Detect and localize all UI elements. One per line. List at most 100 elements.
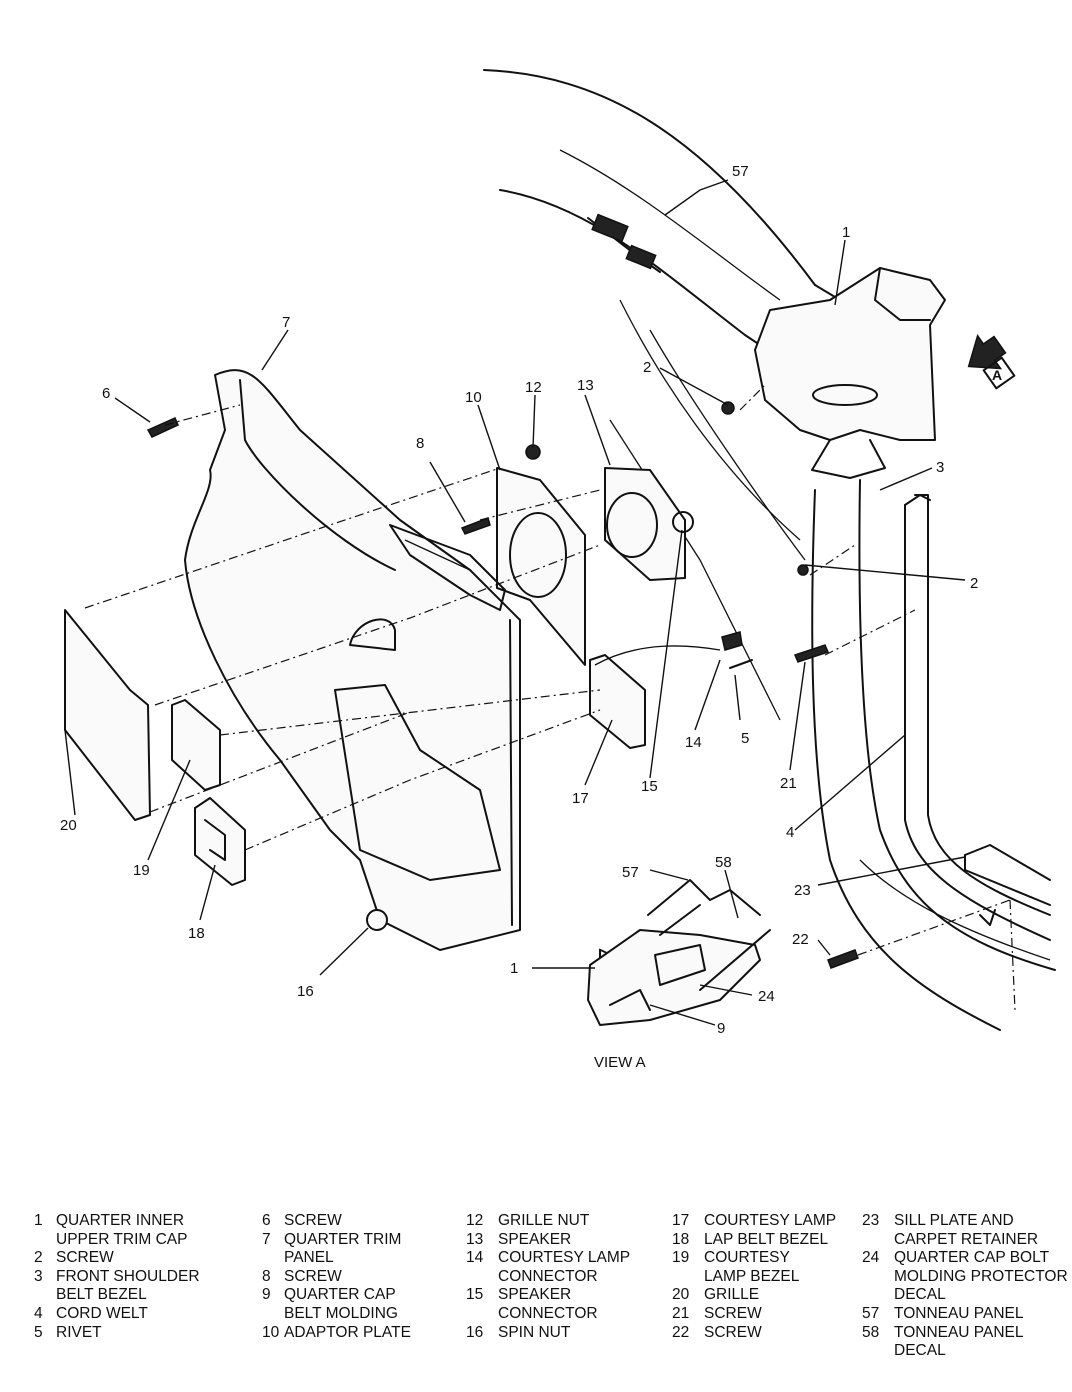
callout-57-view-a: 57	[622, 864, 639, 881]
callout-22: 22	[792, 931, 809, 948]
view-a-label: VIEW A	[594, 1054, 646, 1071]
callout-57: 57	[732, 163, 749, 180]
callout-2-upper: 2	[643, 359, 651, 376]
legend-text: CORD WELT	[56, 1304, 148, 1322]
legend-text: TONNEAU PANEL	[894, 1304, 1024, 1322]
callout-13: 13	[577, 377, 594, 394]
callout-20: 20	[60, 817, 77, 834]
callout-7: 7	[282, 314, 290, 331]
screw-8	[460, 517, 491, 535]
legend-number: 22	[672, 1323, 690, 1341]
legend-number: 2	[34, 1249, 43, 1267]
grille	[64, 609, 151, 821]
legend-text: TONNEAU PANEL DECAL	[894, 1323, 1024, 1360]
legend-text: QUARTER INNER UPPER TRIM CAP	[56, 1212, 188, 1248]
sill-plate	[964, 844, 1051, 926]
legend-text: QUARTER CAP BOLT MOLDING PROTECTOR DECAL	[894, 1249, 1068, 1304]
callout-18: 18	[188, 925, 205, 942]
legend-number: 24	[862, 1249, 880, 1267]
screw-6	[146, 417, 179, 438]
legend-item: 20 GRILLE	[672, 1286, 836, 1305]
rivet	[729, 659, 753, 669]
legend-text: SCREW	[284, 1267, 342, 1285]
callout-3: 3	[936, 459, 944, 476]
screw-2-lower	[797, 564, 809, 576]
screw-22	[827, 949, 859, 969]
callout-1-view-a: 1	[510, 960, 518, 977]
legend-number: 6	[262, 1212, 271, 1229]
courtesy-lamp-connector	[721, 631, 743, 651]
lap-belt-bezel	[194, 797, 246, 886]
legend-item: 15 SPEAKER CONNECTOR	[466, 1286, 630, 1323]
callout-21: 21	[780, 775, 797, 792]
legend-number: 19	[672, 1249, 690, 1267]
legend-text: SPEAKER	[498, 1230, 572, 1248]
legend-text: COURTESY LAMP	[704, 1212, 837, 1229]
legend-text: QUARTER TRIM PANEL	[284, 1230, 402, 1267]
legend-number: 8	[262, 1267, 271, 1285]
legend-item: 9 QUARTER CAP BELT MOLDING	[262, 1286, 411, 1323]
legend-text: SCREW	[284, 1212, 342, 1229]
exploded-parts-diagram: A	[60, 69, 1056, 1071]
legend-text: SILL PLATE AND CARPET RETAINER	[894, 1212, 1039, 1248]
callout-5: 5	[741, 730, 749, 747]
legend-text: LAP BELT BEZEL	[704, 1230, 829, 1248]
callout-23: 23	[794, 882, 811, 899]
legend-item: 21 SCREW	[672, 1305, 836, 1324]
legend-number: 1	[34, 1212, 43, 1229]
leader-lines	[64, 179, 966, 1026]
screw-21	[793, 644, 830, 663]
legend-column-5: 23 SILL PLATE AND CARPET RETAINER 24 QUART…	[862, 1212, 1068, 1361]
legend-text: QUARTER CAP BELT MOLDING	[284, 1286, 398, 1322]
wire-harness	[594, 645, 721, 666]
tonneau-panel	[483, 69, 841, 346]
callout-15: 15	[641, 778, 658, 795]
callout-16: 16	[297, 983, 314, 1000]
view-a-detail	[587, 879, 771, 1026]
legend-text: RIVET	[56, 1323, 102, 1341]
callout-labels: 57 1 7 6 2 3 2 8 10 12 13 14 5 15 17 21 …	[60, 163, 978, 1071]
cord-welt	[904, 494, 931, 506]
legend-text: ADAPTOR PLATE	[284, 1323, 411, 1341]
legend-number: 20	[672, 1286, 690, 1304]
legend-text: SCREW	[704, 1304, 762, 1322]
legend-text: GRILLE	[704, 1286, 760, 1304]
legend-item: 1 QUARTER INNER UPPER TRIM CAP	[34, 1212, 200, 1249]
rear-bezel	[389, 524, 506, 611]
legend-text: FRONT SHOULDER BELT BEZEL	[56, 1267, 200, 1304]
view-a-arrow: A	[967, 334, 1016, 390]
legend-text: SPEAKER CONNECTOR	[498, 1286, 598, 1322]
legend-number: 21	[672, 1304, 690, 1322]
callout-4: 4	[786, 824, 794, 841]
legend-number: 17	[672, 1212, 690, 1229]
legend-item: 58 TONNEAU PANEL DECAL	[862, 1324, 1068, 1361]
legend-item: 17 COURTESY LAMP	[672, 1212, 836, 1231]
legend-number: 23	[862, 1212, 880, 1229]
callout-9: 9	[717, 1020, 725, 1037]
callout-1: 1	[842, 224, 850, 241]
legend-number: 15	[466, 1286, 484, 1304]
legend-item: 23 SILL PLATE AND CARPET RETAINER	[862, 1212, 1068, 1249]
callout-10: 10	[465, 389, 482, 406]
legend-text: COURTESY LAMP CONNECTOR	[498, 1249, 631, 1285]
legend-number: 58	[862, 1323, 880, 1341]
legend-number: 9	[262, 1286, 271, 1304]
body-pillar	[609, 299, 1056, 1031]
legend-item: 8 SCREW	[262, 1268, 411, 1287]
speaker	[604, 467, 694, 581]
assembly-lines	[84, 384, 1016, 1011]
callout-19: 19	[133, 862, 150, 879]
